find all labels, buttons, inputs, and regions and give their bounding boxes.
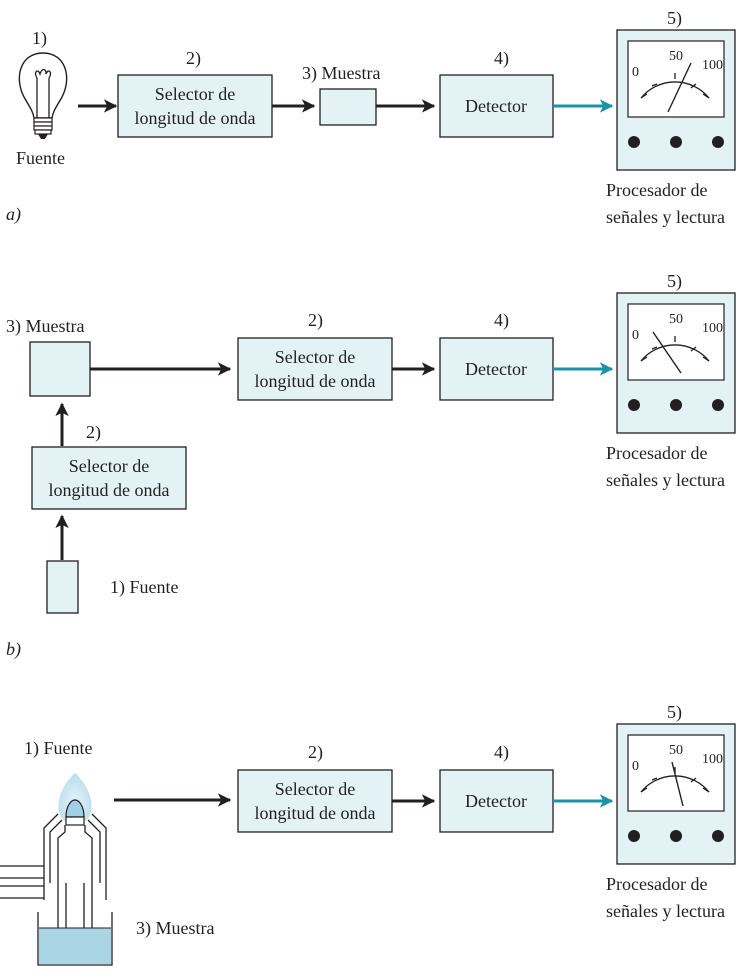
meter-needle — [671, 761, 684, 807]
meter-readout: 0 50 100 — [616, 723, 736, 865]
meter-knob — [712, 830, 724, 842]
panel-a: 1) Fuente 2) Selector de longitud de ond… — [6, 8, 736, 227]
readout-label-line1: Procesador de — [606, 180, 707, 200]
detector-box — [439, 769, 554, 833]
meter-knob — [712, 136, 724, 148]
wavelength-selector-box — [237, 337, 393, 401]
readout-label-line1: Procesador de — [606, 443, 707, 463]
readout-label-line2: señales y lectura — [606, 901, 725, 921]
meter-knob — [628, 830, 640, 842]
wavelength-selector-box — [117, 74, 273, 138]
detector-number: 4) — [494, 742, 509, 763]
meter-needle — [652, 331, 682, 374]
selector-number: 2) — [308, 310, 323, 331]
meter-scale-0: 0 — [632, 759, 639, 774]
panel-caption: a) — [6, 204, 21, 225]
meter-readout: 0 50 100 — [616, 29, 736, 171]
selector-label-line1: Selector de — [69, 456, 149, 476]
meter-needle — [667, 62, 692, 113]
sample-box — [29, 341, 91, 397]
readout-number: 5) — [667, 271, 682, 292]
meter-scale-100: 100 — [702, 58, 723, 73]
readout-number: 5) — [667, 702, 682, 723]
sample-liquid — [39, 928, 111, 964]
meter-scale-0: 0 — [632, 65, 639, 80]
detector-box — [439, 74, 554, 138]
sample-box — [319, 88, 377, 126]
readout-label-line2: señales y lectura — [606, 470, 725, 490]
meter-face — [627, 40, 725, 118]
detector-number: 4) — [494, 48, 509, 69]
source-number: 1) — [32, 28, 47, 49]
meter-face — [627, 734, 725, 812]
selector-label-line2: longitud de onda — [135, 108, 256, 128]
selector-label-line2: longitud de onda — [49, 480, 170, 500]
source-label: Fuente — [16, 148, 65, 168]
readout-label-line1: Procesador de — [606, 874, 707, 894]
meter-scale-100: 100 — [702, 752, 723, 767]
selector-label-line1: Selector de — [275, 779, 355, 799]
sample-label: 3) Muestra — [302, 63, 380, 84]
meter-knob — [670, 399, 682, 411]
meter-knob — [628, 136, 640, 148]
detector-number: 4) — [494, 310, 509, 331]
meter-readout: 0 50 100 — [616, 292, 736, 434]
meter-scale-50: 50 — [669, 312, 683, 327]
selector-label-line2: longitud de onda — [255, 371, 376, 391]
meter-knob — [712, 399, 724, 411]
selector-number: 2) — [86, 422, 101, 443]
selector-label-line1: Selector de — [275, 347, 355, 367]
sample-label: 3) Muestra — [136, 918, 214, 939]
panel-c: 1) Fuente 3) Muestra 2) Selector de — [0, 702, 736, 966]
meter-scale-0: 0 — [632, 328, 639, 343]
flame-burner-icon — [0, 773, 113, 966]
light-bulb-icon — [18, 52, 68, 139]
panel-caption: b) — [6, 639, 21, 660]
selector-number: 2) — [308, 742, 323, 763]
readout-number: 5) — [667, 8, 682, 29]
wavelength-selector-box — [237, 769, 393, 833]
sample-label: 3) Muestra — [6, 316, 84, 337]
sample-container — [37, 912, 113, 966]
detector-label: Detector — [465, 96, 527, 116]
source-label: 1) Fuente — [24, 738, 92, 759]
meter-scale-50: 50 — [669, 49, 683, 64]
readout-label-line2: señales y lectura — [606, 207, 725, 227]
source-box — [46, 560, 79, 614]
source-label: 1) Fuente — [110, 577, 178, 598]
detector-label: Detector — [465, 791, 527, 811]
meter-knob — [670, 830, 682, 842]
selector-number: 2) — [186, 48, 201, 69]
selector-label-line1: Selector de — [155, 84, 235, 104]
meter-scale-50: 50 — [669, 743, 683, 758]
wavelength-selector-box — [31, 446, 187, 510]
meter-scale-100: 100 — [702, 321, 723, 336]
detector-label: Detector — [465, 359, 527, 379]
meter-knob — [628, 399, 640, 411]
selector-label-line2: longitud de onda — [255, 803, 376, 823]
meter-face — [627, 303, 725, 381]
detector-box — [439, 337, 554, 401]
panel-b: 3) Muestra 2) Selector de longitud de on… — [6, 271, 736, 660]
meter-knob — [670, 136, 682, 148]
